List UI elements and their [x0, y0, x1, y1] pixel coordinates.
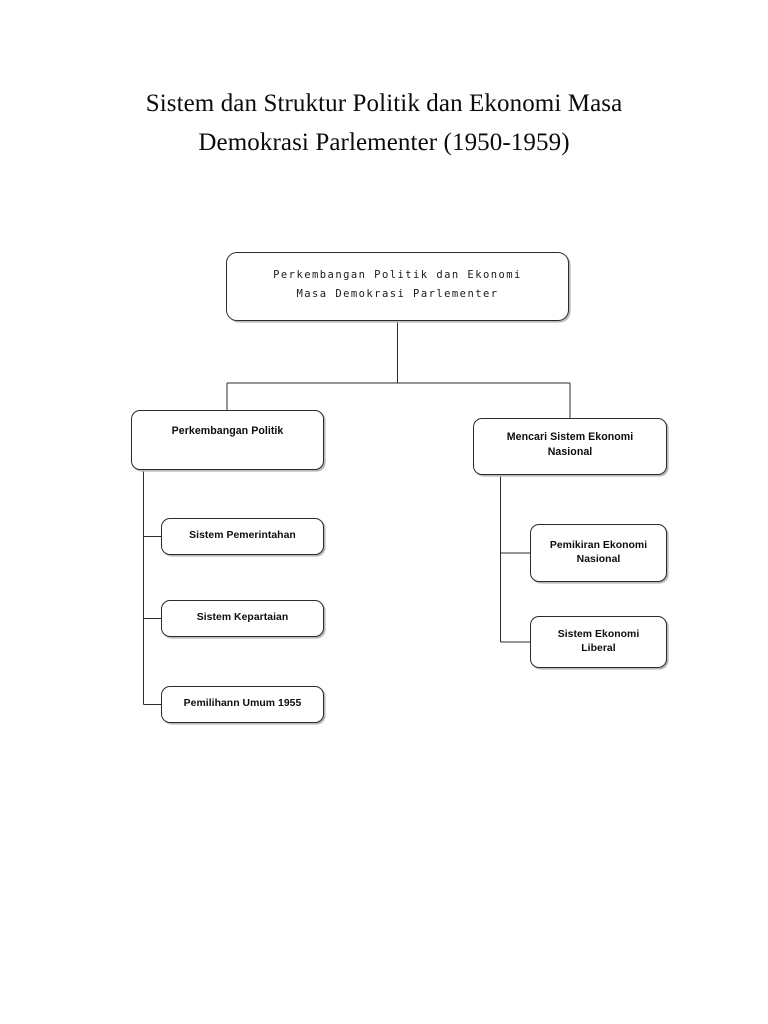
- node-mencari-sistem-ekonomi-nasional-label: Mencari Sistem Ekonomi Nasional: [474, 419, 666, 460]
- node-ekonomi-line-1: Mencari Sistem Ekonomi: [506, 431, 634, 443]
- node-pemikiran-line-1: Pemikiran Ekonomi: [549, 539, 648, 551]
- node-pemikiran-ekonomi-nasional-label: Pemikiran Ekonomi Nasional: [531, 539, 666, 568]
- node-root-label: Perkembangan Politik dan Ekonomi Masa De…: [227, 253, 568, 304]
- node-pemilihan-umum-1955-label: Pemilihann Umum 1955: [183, 698, 302, 710]
- node-sistem-ekonomi-liberal-label: Sistem Ekonomi Liberal: [531, 628, 666, 657]
- node-pemilihan-umum-1955[interactable]: Pemilihann Umum 1955: [161, 686, 324, 723]
- node-sistem-kepartaian[interactable]: Sistem Kepartaian: [161, 600, 324, 637]
- page-title-line-1: Sistem dan Struktur Politik dan Ekonomi …: [145, 90, 623, 117]
- node-perkembangan-politik-label: Perkembangan Politik: [171, 425, 284, 437]
- node-pemikiran-line-2: Nasional: [576, 554, 621, 565]
- node-liberal-line-1: Sistem Ekonomi: [557, 628, 640, 640]
- node-root-line-1: Perkembangan Politik dan Ekonomi: [273, 269, 522, 281]
- page-title: Sistem dan Struktur Politik dan Ekonomi …: [84, 84, 684, 162]
- node-sistem-pemerintahan-label: Sistem Pemerintahan: [189, 530, 296, 542]
- page-title-line-2: Demokrasi Parlementer (1950-1959): [198, 129, 570, 156]
- node-mencari-sistem-ekonomi-nasional[interactable]: Mencari Sistem Ekonomi Nasional: [473, 418, 667, 475]
- node-perkembangan-politik[interactable]: Perkembangan Politik: [131, 410, 324, 470]
- node-sistem-kepartaian-label: Sistem Kepartaian: [196, 612, 289, 624]
- node-root-line-2: Masa Demokrasi Parlementer: [296, 288, 499, 300]
- node-sistem-ekonomi-liberal[interactable]: Sistem Ekonomi Liberal: [530, 616, 667, 668]
- node-sistem-pemerintahan[interactable]: Sistem Pemerintahan: [161, 518, 324, 555]
- node-pemikiran-ekonomi-nasional[interactable]: Pemikiran Ekonomi Nasional: [530, 524, 667, 582]
- node-root[interactable]: Perkembangan Politik dan Ekonomi Masa De…: [226, 252, 569, 321]
- node-ekonomi-line-2: Nasional: [547, 446, 593, 458]
- node-liberal-line-2: Liberal: [581, 643, 616, 654]
